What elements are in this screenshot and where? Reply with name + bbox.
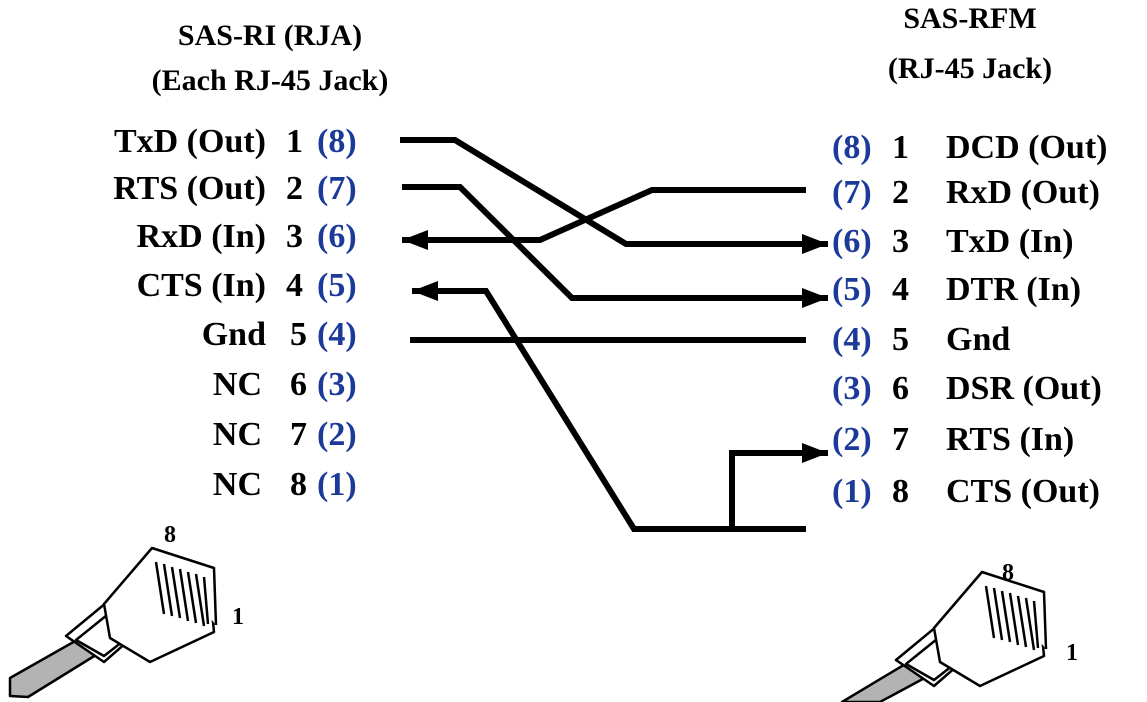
right-pin-alt-number: (3) [832,370,872,407]
right-plug-pin-high: 8 [1002,560,1014,586]
left-plug-pin-high: 8 [164,522,176,548]
right-pin-label: DTR (In) [946,271,1081,308]
right-pin-number: 7 [892,421,909,458]
wire-cts-to-cts [412,281,806,532]
wire-rxd-to-rxd [402,187,806,250]
left-pin-alt-number: (5) [317,267,357,304]
left-pin-number: 5 [290,316,307,353]
right-title-line1: SAS-RFM [903,2,1036,35]
left-pin-number: 6 [290,366,307,403]
left-pin-number: 7 [290,416,307,453]
left-pin-alt-number: (4) [317,316,357,353]
right-pin-alt-number: (1) [832,473,872,510]
right-pin-number: 4 [892,271,909,308]
wire-group [400,137,828,532]
left-pin-label: Gnd [202,316,266,353]
left-pin-alt-number: (8) [317,123,357,160]
right-pin-alt-number: (7) [832,174,872,211]
left-rj45-plug-icon: 8 1 [8,522,244,699]
left-pin-list: TxD (Out) 1 (8) RTS (Out) 2 (7) RxD (In)… [113,123,356,503]
left-pin-alt-number: (1) [317,466,357,503]
left-pin-label: CTS (In) [137,267,266,304]
right-pin-alt-number: (2) [832,421,872,458]
right-pin-label: DSR (Out) [946,370,1102,407]
left-pin-label: NC [213,416,262,453]
right-pin-label: Gnd [946,321,1010,358]
left-pin-label: NC [213,466,262,503]
left-plug-pin-low: 1 [232,604,244,630]
wire-txd-to-txd [400,137,828,254]
right-pin-alt-number: (4) [832,321,872,358]
right-pin-number: 8 [892,473,909,510]
wire-cts-to-rts-loop [729,443,828,529]
left-pin-alt-number: (6) [317,218,357,255]
left-pin-label: NC [213,366,262,403]
left-pin-label: RTS (Out) [113,170,266,207]
right-pin-label: CTS (Out) [946,473,1100,510]
left-title-line2: (Each RJ-45 Jack) [152,64,389,97]
right-pin-alt-number: (6) [832,223,872,260]
right-rj45-plug-icon: 8 1 [840,560,1078,702]
left-pin-alt-number: (2) [317,416,357,453]
left-pin-number: 3 [286,218,303,255]
right-pin-number: 3 [892,223,909,260]
left-pin-label: RxD (In) [137,218,266,255]
left-title-line1: SAS-RI (RJA) [178,19,362,52]
left-pin-alt-number: (3) [317,366,357,403]
right-pin-alt-number: (5) [832,271,872,308]
right-pin-label: TxD (In) [946,223,1074,260]
right-pin-alt-number: (8) [832,129,872,166]
right-title-line2: (RJ-45 Jack) [888,52,1052,85]
right-pin-number: 2 [892,174,909,211]
right-pin-number: 6 [892,370,909,407]
left-pin-number: 2 [286,170,303,207]
left-pin-number: 1 [286,123,303,160]
right-pin-label: RTS (In) [946,421,1074,458]
left-pin-alt-number: (7) [317,170,357,207]
right-pin-label: DCD (Out) [946,129,1107,166]
right-pin-list: (8) 1 DCD (Out) (7) 2 RxD (Out) (6) 3 Tx… [832,129,1107,510]
left-pin-label: TxD (Out) [114,123,266,160]
right-plug-pin-low: 1 [1066,640,1078,666]
left-pin-number: 4 [286,267,303,304]
right-pin-number: 5 [892,321,909,358]
left-pin-number: 8 [290,466,307,503]
right-pin-label: RxD (Out) [946,174,1100,211]
right-pin-number: 1 [892,129,909,166]
